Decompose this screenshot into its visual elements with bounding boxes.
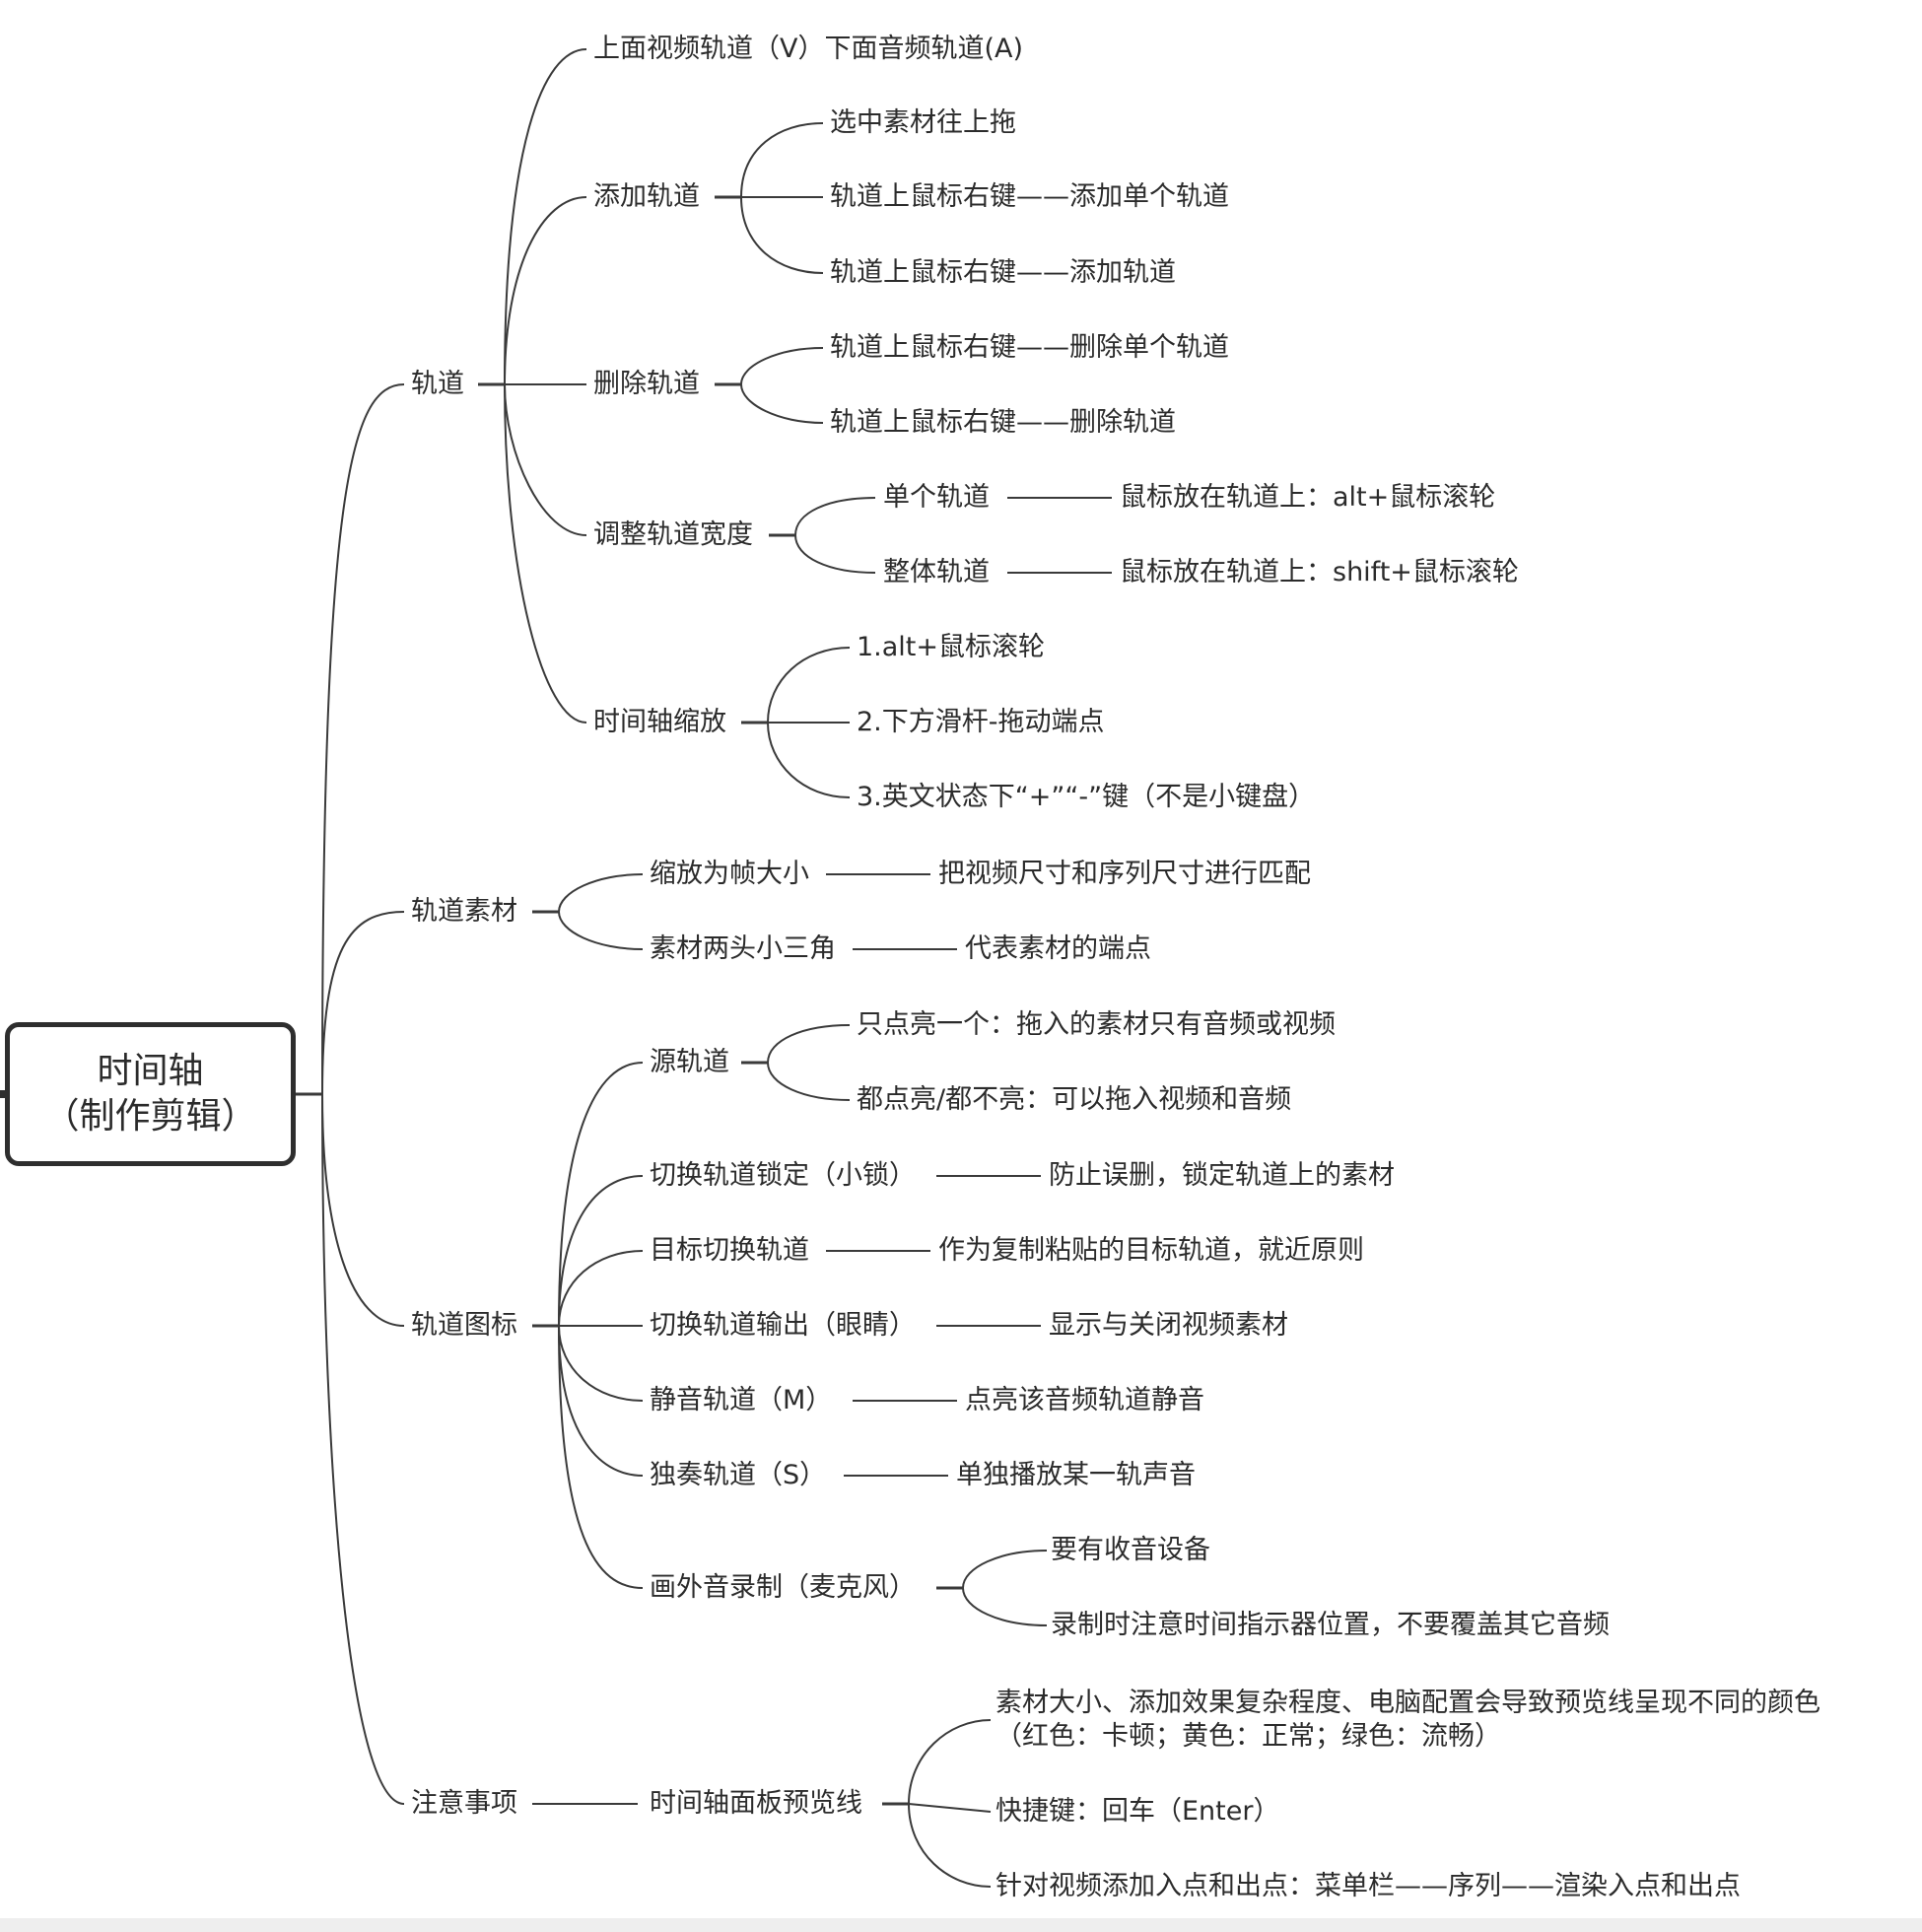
node-notes[interactable]: 注意事项 xyxy=(411,1788,517,1819)
node-voiceover[interactable]: 画外音录制（麦克风） xyxy=(650,1572,916,1603)
node-add-track-item-2[interactable]: 轨道上鼠标右键——添加单个轨道 xyxy=(830,181,1229,212)
node-solo-track[interactable]: 独奏轨道（S） xyxy=(650,1460,827,1490)
node-track-lock-tip[interactable]: 防止误删，锁定轨道上的素材 xyxy=(1049,1160,1395,1191)
root-title: 时间轴 xyxy=(97,1051,204,1091)
node-solo-track-tip[interactable]: 单独播放某一轨声音 xyxy=(956,1460,1196,1490)
node-mute-track-tip[interactable]: 点亮该音频轨道静音 xyxy=(965,1385,1204,1415)
preview-line-item-1-line-2: （红色：卡顿；黄色：正常；绿色：流畅） xyxy=(995,1721,1501,1752)
node-delete-track-item-1[interactable]: 轨道上鼠标右键——删除单个轨道 xyxy=(830,332,1229,363)
node-single-track[interactable]: 单个轨道 xyxy=(883,482,990,513)
node-single-track-tip[interactable]: 鼠标放在轨道上：alt+鼠标滚轮 xyxy=(1120,482,1496,513)
node-track-output[interactable]: 切换轨道输出（眼睛） xyxy=(650,1310,916,1341)
node-target-track-tip[interactable]: 作为复制粘贴的目标轨道，就近原则 xyxy=(938,1235,1364,1266)
node-scale-to-frame[interactable]: 缩放为帧大小 xyxy=(650,859,809,889)
node-track-output-tip[interactable]: 显示与关闭视频素材 xyxy=(1049,1310,1288,1341)
node-track[interactable]: 轨道 xyxy=(411,369,464,399)
node-target-track[interactable]: 目标切换轨道 xyxy=(650,1235,809,1266)
bottom-edge-bar xyxy=(0,1918,1922,1932)
preview-line-item-1-line-1: 素材大小、添加效果复杂程度、电脑配置会导致预览线呈现不同的颜色 xyxy=(995,1688,1820,1718)
node-preview-line-item-1[interactable]: 素材大小、添加效果复杂程度、电脑配置会导致预览线呈现不同的颜色 （红色：卡顿；黄… xyxy=(995,1687,1820,1754)
node-voiceover-item-2[interactable]: 录制时注意时间指示器位置，不要覆盖其它音频 xyxy=(1051,1610,1610,1640)
node-track-clip[interactable]: 轨道素材 xyxy=(411,896,517,927)
node-timeline-zoom[interactable]: 时间轴缩放 xyxy=(593,707,726,737)
node-add-track-item-3[interactable]: 轨道上鼠标右键——添加轨道 xyxy=(830,257,1176,288)
node-whole-track-tip[interactable]: 鼠标放在轨道上：shift+鼠标滚轮 xyxy=(1120,557,1519,587)
node-mute-track[interactable]: 静音轨道（M） xyxy=(650,1385,833,1415)
root-connector-tick xyxy=(0,1090,6,1098)
node-track-icons[interactable]: 轨道图标 xyxy=(411,1310,517,1341)
node-source-track-item-2[interactable]: 都点亮/都不亮：可以拖入视频和音频 xyxy=(857,1084,1292,1115)
node-track-width[interactable]: 调整轨道宽度 xyxy=(593,519,753,550)
node-voiceover-item-1[interactable]: 要有收音设备 xyxy=(1051,1535,1210,1565)
node-zoom-item-3[interactable]: 3.英文状态下“+”“-”键（不是小键盘） xyxy=(857,782,1316,812)
node-zoom-item-1[interactable]: 1.alt+鼠标滚轮 xyxy=(857,632,1046,662)
node-scale-to-frame-tip[interactable]: 把视频尺寸和序列尺寸进行匹配 xyxy=(938,859,1311,889)
node-zoom-item-2[interactable]: 2.下方滑杆-拖动端点 xyxy=(857,707,1105,737)
node-delete-track-item-2[interactable]: 轨道上鼠标右键——删除轨道 xyxy=(830,407,1176,438)
node-source-track-item-1[interactable]: 只点亮一个：拖入的素材只有音频或视频 xyxy=(857,1009,1336,1040)
node-whole-track[interactable]: 整体轨道 xyxy=(883,557,990,587)
node-clip-ends[interactable]: 素材两头小三角 xyxy=(650,933,836,964)
node-preview-line-item-3[interactable]: 针对视频添加入点和出点：菜单栏——序列——渲染入点和出点 xyxy=(995,1871,1741,1901)
node-source-track[interactable]: 源轨道 xyxy=(650,1047,729,1077)
root-node[interactable]: 时间轴 （制作剪辑） xyxy=(5,1022,296,1166)
node-add-track[interactable]: 添加轨道 xyxy=(593,181,700,212)
node-va-tracks[interactable]: 上面视频轨道（V）下面音频轨道(A) xyxy=(593,34,1024,64)
node-delete-track[interactable]: 删除轨道 xyxy=(593,369,700,399)
node-preview-line-item-2[interactable]: 快捷键：回车（Enter） xyxy=(995,1796,1280,1827)
node-clip-ends-tip[interactable]: 代表素材的端点 xyxy=(965,933,1151,964)
root-subtitle: （制作剪辑） xyxy=(43,1096,257,1137)
node-track-lock[interactable]: 切换轨道锁定（小锁） xyxy=(650,1160,916,1191)
node-preview-line[interactable]: 时间轴面板预览线 xyxy=(650,1788,862,1819)
node-add-track-item-1[interactable]: 选中素材往上拖 xyxy=(830,107,1016,138)
